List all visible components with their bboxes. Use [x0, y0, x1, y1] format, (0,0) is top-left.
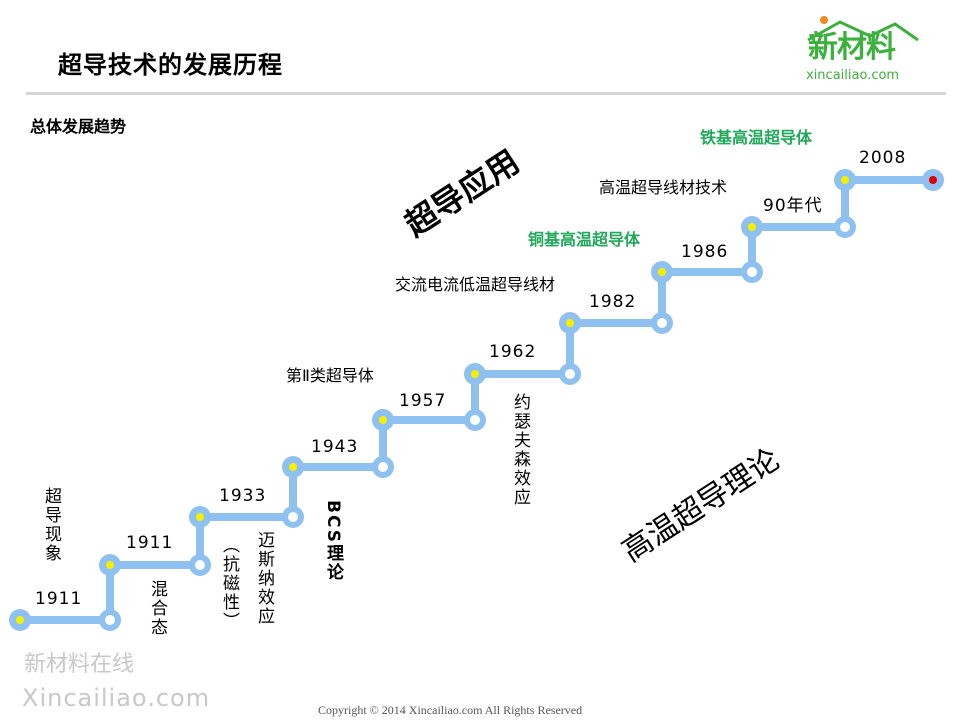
watermark-en: Xincailiao.com [22, 684, 211, 712]
year-label: 1986 [681, 242, 729, 262]
step-node [372, 456, 394, 478]
step-node [464, 409, 486, 431]
house-roof-icon [807, 16, 919, 42]
milestone-label: 约瑟夫森效应 [510, 393, 530, 507]
step-node [189, 554, 211, 576]
milestone-node [559, 312, 581, 334]
milestone-node [651, 261, 673, 283]
milestone-node [741, 216, 763, 238]
page-title: 超导技术的发展历程 [58, 51, 283, 79]
milestone-node [189, 506, 211, 528]
milestone-label: BCS理论 [323, 500, 343, 582]
logo: 新材料 xincailiao.com [800, 14, 930, 90]
milestone-node [464, 363, 486, 385]
milestone-label: 混合态 [147, 580, 167, 637]
year-label: 1962 [489, 342, 537, 362]
milestone-label: 铁基高温超导体 [700, 128, 813, 147]
year-label: 1911 [35, 589, 83, 609]
milestone-node [99, 554, 121, 576]
year-label: 1911 [126, 533, 174, 553]
step-node [559, 363, 581, 385]
watermark-cn: 新材料在线 [24, 652, 135, 677]
step-node [282, 506, 304, 528]
step-node [99, 609, 121, 631]
year-label: 1957 [399, 391, 447, 411]
year-label: 1943 [311, 437, 359, 457]
milestone-label: 超导现象 [41, 487, 61, 563]
milestone-label: 高温超导线材技术 [599, 178, 728, 197]
milestone-label: 迈斯纳效应 [254, 531, 274, 626]
step-node [834, 216, 856, 238]
year-label: 1933 [219, 486, 267, 506]
step-node [741, 261, 763, 283]
step-node [651, 312, 673, 334]
logo-domain: xincailiao.com [806, 68, 900, 83]
milestone-label: 第Ⅱ类超导体 [286, 366, 374, 385]
title-divider [26, 92, 946, 95]
year-label: 90年代 [763, 196, 823, 216]
milestone-node [282, 456, 304, 478]
section-subtitle: 总体发展趋势 [30, 117, 127, 136]
year-label: 2008 [859, 148, 907, 168]
year-label: 1982 [589, 292, 637, 312]
copyright: Copyright © 2014 Xincailiao.com All Righ… [318, 703, 583, 717]
logo-text: 新材料 [808, 30, 896, 65]
timeline-end-node [922, 169, 944, 191]
milestone-label: 交流电流低温超导线材 [395, 275, 556, 294]
milestone-node [372, 409, 394, 431]
milestone-label: 铜基高温超导体 [528, 230, 641, 249]
timeline-path [20, 176, 933, 624]
milestone-node [834, 169, 856, 191]
milestone-sublabel: （抗磁性） [219, 536, 239, 631]
milestone-node [9, 609, 31, 631]
